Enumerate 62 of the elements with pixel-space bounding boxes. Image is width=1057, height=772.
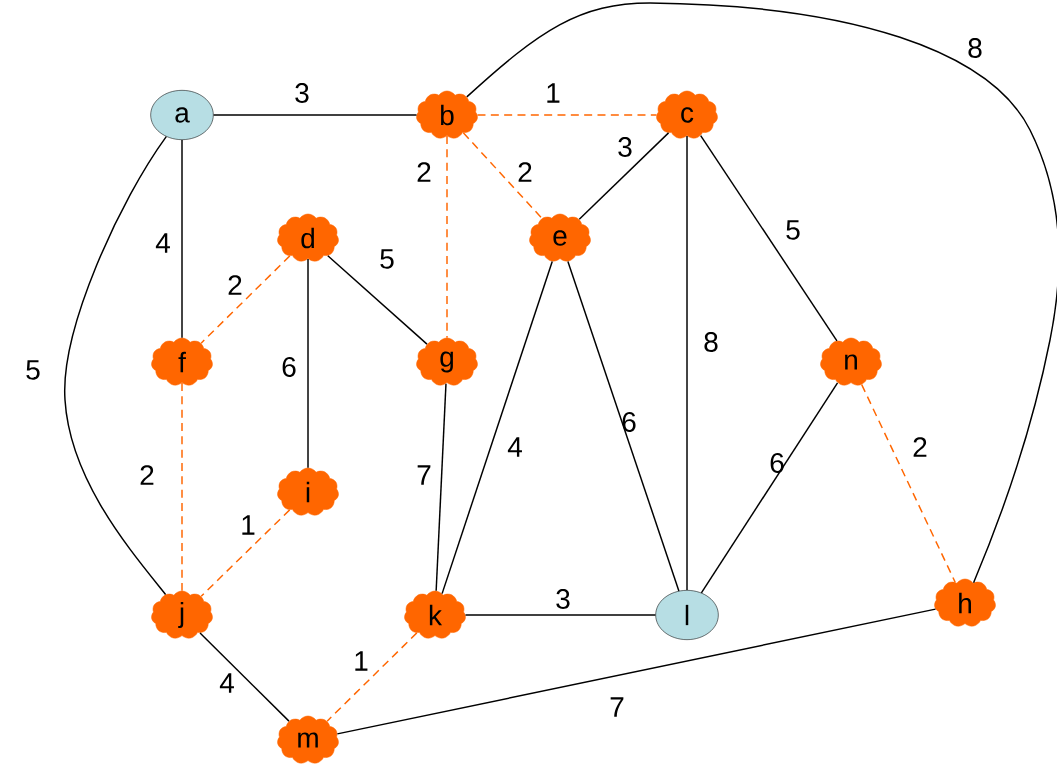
- edge-label: 4: [219, 673, 234, 693]
- graph-edge: [686, 135, 688, 591]
- edge-label: 5: [786, 220, 800, 240]
- graph-edge: [181, 382, 183, 592]
- graph-node: j: [151, 590, 213, 639]
- graph-edge: [212, 114, 418, 116]
- edge-label: 7: [417, 465, 431, 485]
- graph-node: c: [656, 90, 718, 139]
- edge-label: 2: [417, 162, 431, 182]
- graph-edge: [327, 254, 428, 345]
- edge-label: 2: [518, 162, 532, 182]
- graph-edge: [326, 632, 418, 722]
- graph-node: m: [277, 715, 339, 764]
- edge-label: 8: [704, 332, 718, 352]
- graph-node: d: [277, 213, 339, 262]
- graph-node: l: [655, 590, 719, 640]
- graph-edge: [699, 134, 838, 342]
- edge-label: 3: [295, 83, 309, 103]
- graph-edge: [181, 139, 183, 339]
- edge-label: 1: [242, 515, 255, 535]
- edge-label: 2: [140, 465, 154, 485]
- edge-label: 4: [507, 437, 522, 457]
- graph-edge: [462, 132, 543, 220]
- graph-edge: [567, 260, 680, 592]
- graph-edge: [578, 132, 670, 221]
- edge-label: 8: [968, 38, 982, 58]
- edge-label: 1: [355, 651, 368, 671]
- graph-node: f: [151, 337, 213, 386]
- graph-edge: [464, 614, 657, 616]
- edge-label: 5: [380, 249, 394, 269]
- graph-node: b: [416, 90, 478, 139]
- graph-edge: [446, 135, 448, 339]
- graph-edge: [199, 632, 290, 722]
- edge-label: 6: [282, 357, 296, 377]
- edge-label: 2: [228, 275, 242, 295]
- graph-node: k: [404, 590, 466, 639]
- graph-node: e: [529, 213, 591, 262]
- edge-label: 5: [26, 360, 40, 380]
- edge-label: 4: [155, 233, 170, 253]
- edge-label: 2: [913, 437, 927, 457]
- graph-edge: [700, 382, 839, 594]
- graph-node: n: [820, 337, 882, 386]
- edge-label: 3: [556, 589, 570, 609]
- graph-edge: [336, 608, 937, 735]
- graph-edge: [466, 2, 1057, 584]
- edge-label: 6: [622, 412, 636, 432]
- graph-node: i: [277, 467, 339, 516]
- graph-node: a: [150, 90, 214, 140]
- graph-edge: [476, 114, 658, 116]
- edge-label: 3: [618, 137, 632, 157]
- edge-label: 1: [547, 83, 560, 103]
- edge-label: 7: [610, 697, 624, 717]
- graph-edge: [307, 258, 309, 469]
- graph-node: g: [416, 337, 478, 386]
- graph-edge: [861, 383, 956, 583]
- graph-edge: [441, 260, 553, 595]
- graph-edge: [435, 383, 447, 592]
- graph-node: h: [934, 578, 996, 627]
- graph-edge: [64, 135, 167, 596]
- graph-edge: [200, 509, 291, 597]
- edge-label: 6: [770, 453, 784, 473]
- graph-edge: [200, 255, 291, 344]
